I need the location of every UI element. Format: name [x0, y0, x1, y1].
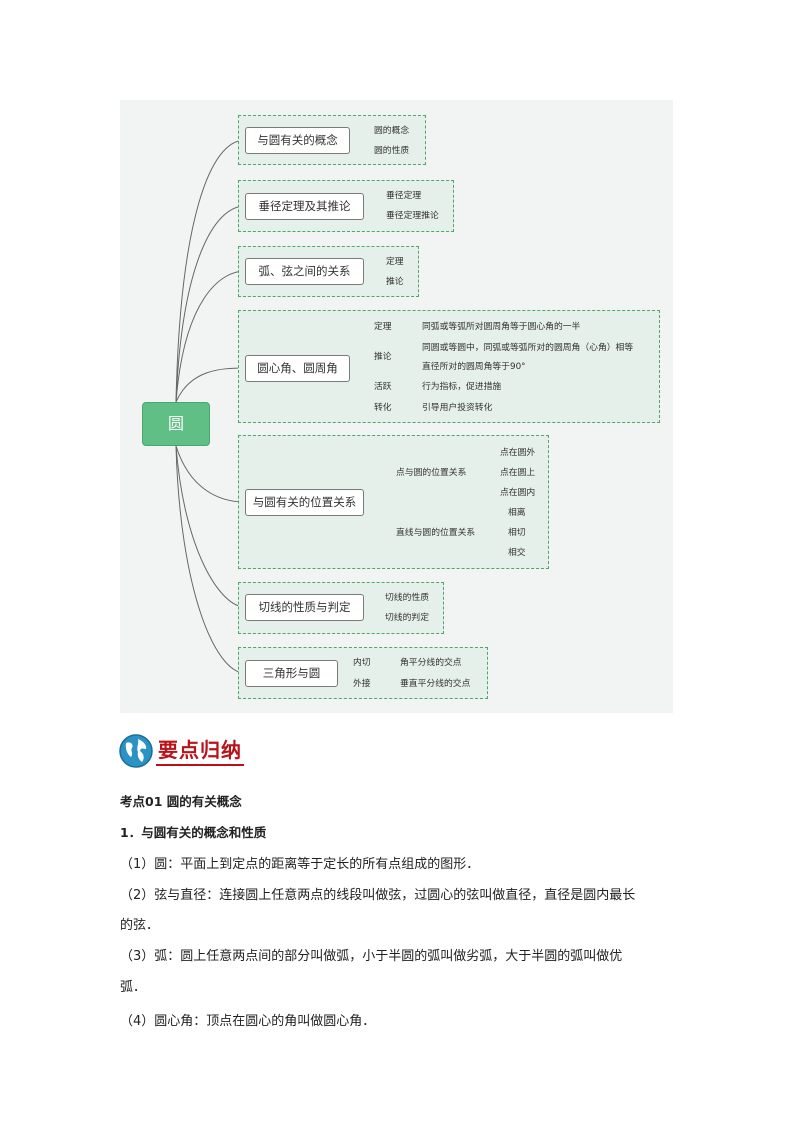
sub-line-position: 直线与圆的位置关系	[396, 528, 476, 538]
item-line-intersect: 相交	[508, 548, 526, 558]
root-node: 圆	[142, 402, 210, 446]
section-title: 要点归纳	[158, 738, 242, 762]
detail-angle-2: 同圆或等圆中，同弧或等弧所对的圆周角（心角）相等	[422, 343, 634, 353]
item-tangent-property: 切线的性质	[385, 593, 429, 603]
item-angle-active: 活跃	[374, 382, 392, 392]
item-point-inside: 点在圆内	[500, 488, 536, 498]
topic-triangle: 三角形与圆	[245, 660, 338, 687]
detail-angle-1: 同弧或等弧所对圆周角等于圆心角的一半	[422, 322, 581, 332]
detail-angle-4: 行为指标，促进措施	[422, 382, 502, 392]
heading-concepts: 1．与圆有关的概念和性质	[120, 825, 267, 840]
item-point-on: 点在圆上	[500, 468, 536, 478]
section-underline	[156, 764, 244, 766]
item-inscribed: 内切	[353, 658, 371, 668]
topic-tangent: 切线的性质与判定	[245, 594, 364, 621]
item-tangent-criterion: 切线的判定	[385, 613, 429, 623]
item-arc-corollary: 推论	[386, 277, 404, 287]
topic-angles: 圆心角、圆周角	[245, 355, 350, 382]
item-circle-concept: 圆的概念	[374, 126, 410, 136]
item-angle-convert: 转化	[374, 403, 392, 413]
paragraph-1: （1）圆：平面上到定点的距离等于定长的所有点组成的图形．	[120, 857, 480, 872]
mind-map: 圆 与圆有关的概念 圆的概念 圆的性质 垂径定理及其推论 垂径定理 垂径定理推论…	[120, 100, 673, 713]
detail-angle-5: 引导用户投资转化	[422, 403, 493, 413]
item-perp-corollary: 垂径定理推论	[386, 211, 439, 221]
heading-kaodian: 考点01 圆的有关概念	[120, 794, 242, 809]
topic-perpendicular: 垂径定理及其推论	[245, 193, 364, 220]
topic-arc-chord: 弧、弦之间的关系	[245, 258, 364, 285]
topic-concepts: 与圆有关的概念	[245, 127, 350, 154]
topic-position: 与圆有关的位置关系	[245, 489, 364, 516]
item-angle-corollary: 推论	[374, 352, 392, 362]
item-perp-theorem: 垂径定理	[386, 191, 422, 201]
sub-point-position: 点与圆的位置关系	[396, 468, 467, 478]
item-angle-theorem: 定理	[374, 322, 392, 332]
item-line-tangent: 相切	[508, 528, 526, 538]
item-point-outside: 点在圆外	[500, 448, 536, 458]
item-arc-theorem: 定理	[386, 257, 404, 267]
item-circumscribed: 外接	[353, 679, 371, 689]
section-header	[118, 733, 368, 773]
detail-angle-3: 直径所对的圆周角等于90°	[422, 362, 526, 372]
paragraph-2b: 的弦．	[120, 918, 160, 933]
paragraph-3b: 弧．	[120, 980, 147, 995]
detail-circumcenter: 垂直平分线的交点	[400, 679, 471, 689]
paragraph-3a: （3）弧：圆上任意两点间的部分叫做弧，小于半圆的弧叫做劣弧，大于半圆的弧叫做优	[120, 949, 623, 964]
paragraph-2a: （2）弦与直径：连接圆上任意两点的线段叫做弦，过圆心的弦叫做直径，直径是圆内最长	[120, 888, 636, 903]
detail-incenter: 角平分线的交点	[400, 658, 462, 668]
item-circle-property: 圆的性质	[374, 146, 410, 156]
paragraph-4: （4）圆心角：顶点在圆心的角叫做圆心角．	[120, 1014, 376, 1029]
globe-icon	[119, 734, 153, 768]
item-line-separate: 相离	[508, 508, 526, 518]
